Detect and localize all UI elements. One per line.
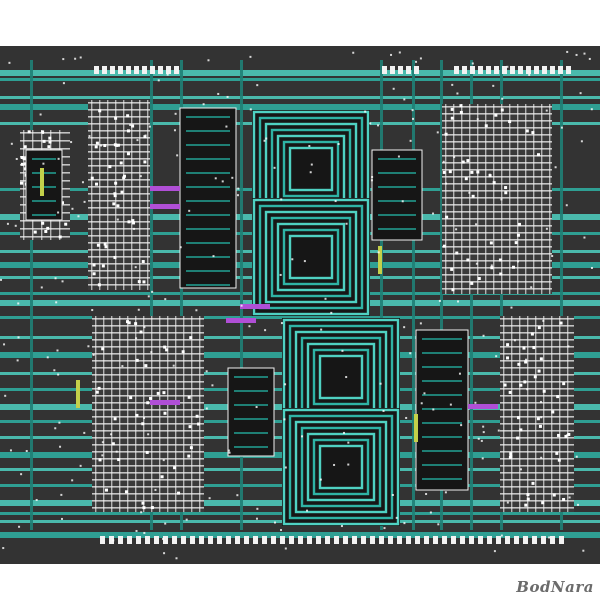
layout-art bbox=[0, 46, 600, 564]
watermark: BodNara bbox=[516, 578, 594, 596]
